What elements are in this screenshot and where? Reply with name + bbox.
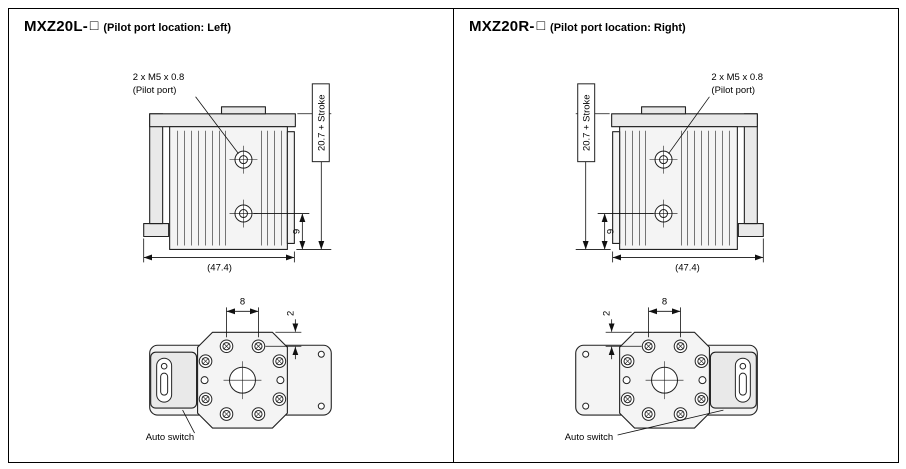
auto-switch-leader-line: [182, 409, 195, 434]
dimension-47-4-label: (47.4): [675, 262, 700, 273]
stroke-dimension-label: 20.7 + Stroke: [582, 94, 593, 151]
model-placeholder-box: □: [536, 17, 546, 33]
pilot-port-leader-line: [195, 96, 239, 154]
side-view: [611, 106, 764, 251]
drawing-shapes-mirrored: [575, 83, 764, 429]
auto-switch-label: Auto switch: [146, 432, 194, 443]
drawing-frame: MXZ20L- □ (Pilot port location: Left): [8, 8, 899, 463]
table-screw-holes: [620, 339, 709, 421]
panel-title-left: MXZ20L- □ (Pilot port location: Left): [24, 17, 232, 35]
panel-mxz20r: MXZ20R- □ (Pilot port location: Right): [453, 9, 898, 462]
pilot-port-location-note: (Pilot port location: Left): [103, 22, 232, 34]
top-view-dimensions: [226, 307, 302, 360]
model-placeholder-box: □: [89, 17, 99, 33]
dimension-47-4-label: (47.4): [207, 262, 232, 273]
side-view: [143, 106, 296, 251]
technical-drawing-left: 2 x M5 x 0.8 (Pilot port) 20.7 + Stroke …: [133, 72, 332, 443]
panel-mxz20l: MXZ20L- □ (Pilot port location: Left): [9, 9, 453, 462]
pilot-port-label-line2: (Pilot port): [711, 85, 755, 96]
pilot-port-label-line1: 2 x M5 x 0.8: [133, 72, 185, 83]
dimension-2-label: 2: [285, 311, 296, 316]
pilot-port-label-line1: 2 x M5 x 0.8: [711, 72, 763, 83]
panel-title-right: MXZ20R- □ (Pilot port location: Right): [469, 17, 686, 35]
drawing-shapes: [143, 83, 332, 429]
pilot-port-leader-line: [668, 96, 710, 154]
dimension-9-label: 9: [606, 229, 617, 234]
annotations: 2 x M5 x 0.8 (Pilot port) 20.7 + Stroke …: [565, 72, 763, 443]
stroke-dimension-label: 20.7 + Stroke: [316, 94, 327, 151]
dimension-2-label: 2: [602, 311, 613, 316]
dimension-8-label: 8: [662, 296, 667, 307]
dimension-9-label: 9: [291, 229, 302, 234]
pilot-port-location-note: (Pilot port location: Right): [550, 22, 686, 34]
side-view-dimensions: [575, 83, 764, 263]
model-number: MXZ20L-: [24, 18, 88, 35]
table-screw-holes: [198, 339, 287, 421]
auto-switch-label: Auto switch: [565, 432, 613, 443]
top-view-dimensions: [605, 307, 681, 360]
top-view: [575, 331, 758, 429]
dimension-8-label: 8: [240, 296, 245, 307]
technical-drawing-right: 2 x M5 x 0.8 (Pilot port) 20.7 + Stroke …: [565, 72, 764, 443]
model-number: MXZ20R-: [469, 18, 535, 35]
annotations: 2 x M5 x 0.8 (Pilot port) 20.7 + Stroke …: [133, 72, 328, 443]
top-view: [149, 331, 332, 429]
side-view-dimensions: [143, 83, 332, 263]
auto-switch-leader-line: [617, 409, 724, 436]
pilot-port-label-line2: (Pilot port): [133, 85, 177, 96]
